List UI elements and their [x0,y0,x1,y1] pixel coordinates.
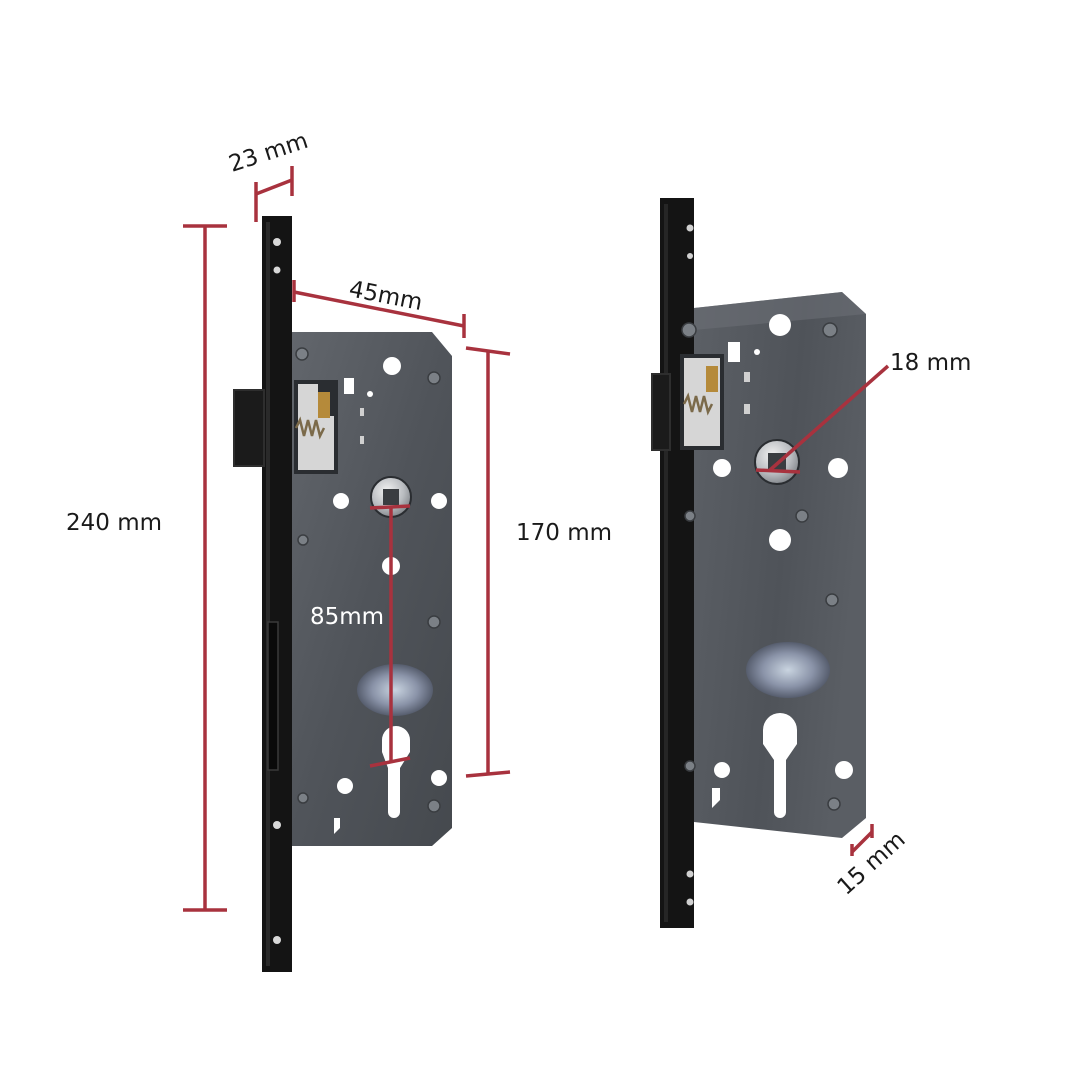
body-screw [297,792,309,804]
body-screw [684,510,696,522]
spring [682,392,714,416]
dim-line-spindle-square [768,364,890,472]
body-hole [828,458,848,478]
body-screw [427,615,441,629]
label-spindle-square: 18 mm [890,350,971,376]
cylinder-cutout [763,713,797,818]
latch-bolt [233,389,265,467]
cylinder-cutout [382,726,410,818]
faceplate-screw-hole [687,253,693,259]
body-hole [431,770,447,786]
dim-tick [755,468,801,474]
dim-tick [369,756,411,768]
label-total-height: 240 mm [66,510,162,536]
body-hole [769,314,791,336]
faceplate-screw-hole [273,936,281,944]
dimension-lines [183,166,890,912]
lock-angled-view [651,198,866,928]
body-screw [827,797,841,811]
faceplate-screw-hole [273,821,281,829]
body-screw [822,322,838,338]
body-screw [795,509,809,523]
dim-line-body-thickness [850,830,874,854]
body-screw [427,799,441,813]
faceplate-screw-hole [273,266,281,274]
hologram-sticker [357,664,433,716]
faceplate-screw-hole [273,238,281,246]
body-hole [835,761,853,779]
body-hole [714,762,730,778]
dim-line-faceplate-width [255,178,293,196]
spring [294,416,326,440]
lock-front-view [233,216,452,972]
faceplate-screw-hole [686,224,694,232]
body-hole [431,493,447,509]
lock-body [694,292,866,838]
hologram-sticker [746,642,830,698]
dim-tick [465,346,511,356]
body-hole [383,357,401,375]
label-body-height: 170 mm [516,520,612,546]
body-hole [333,493,349,509]
faceplate-screw-hole [686,898,694,906]
body-hole [769,529,791,551]
body-screw [427,371,441,385]
body-screw [297,534,309,546]
body-screw [295,347,309,361]
bolt-slot [267,621,279,771]
dim-tick [465,770,511,778]
body-screw [681,322,697,338]
dim-tick [369,504,411,510]
body-hole [713,459,731,477]
label-center-distance: 85mm [310,604,384,630]
body-screw [825,593,839,607]
body-screw [684,760,696,772]
latch-bolt [651,373,671,451]
dim-line-backset-depth [293,290,465,328]
label-faceplate-width: 23 mm [226,128,311,178]
faceplate-screw-hole [686,870,694,878]
body-hole [337,778,353,794]
